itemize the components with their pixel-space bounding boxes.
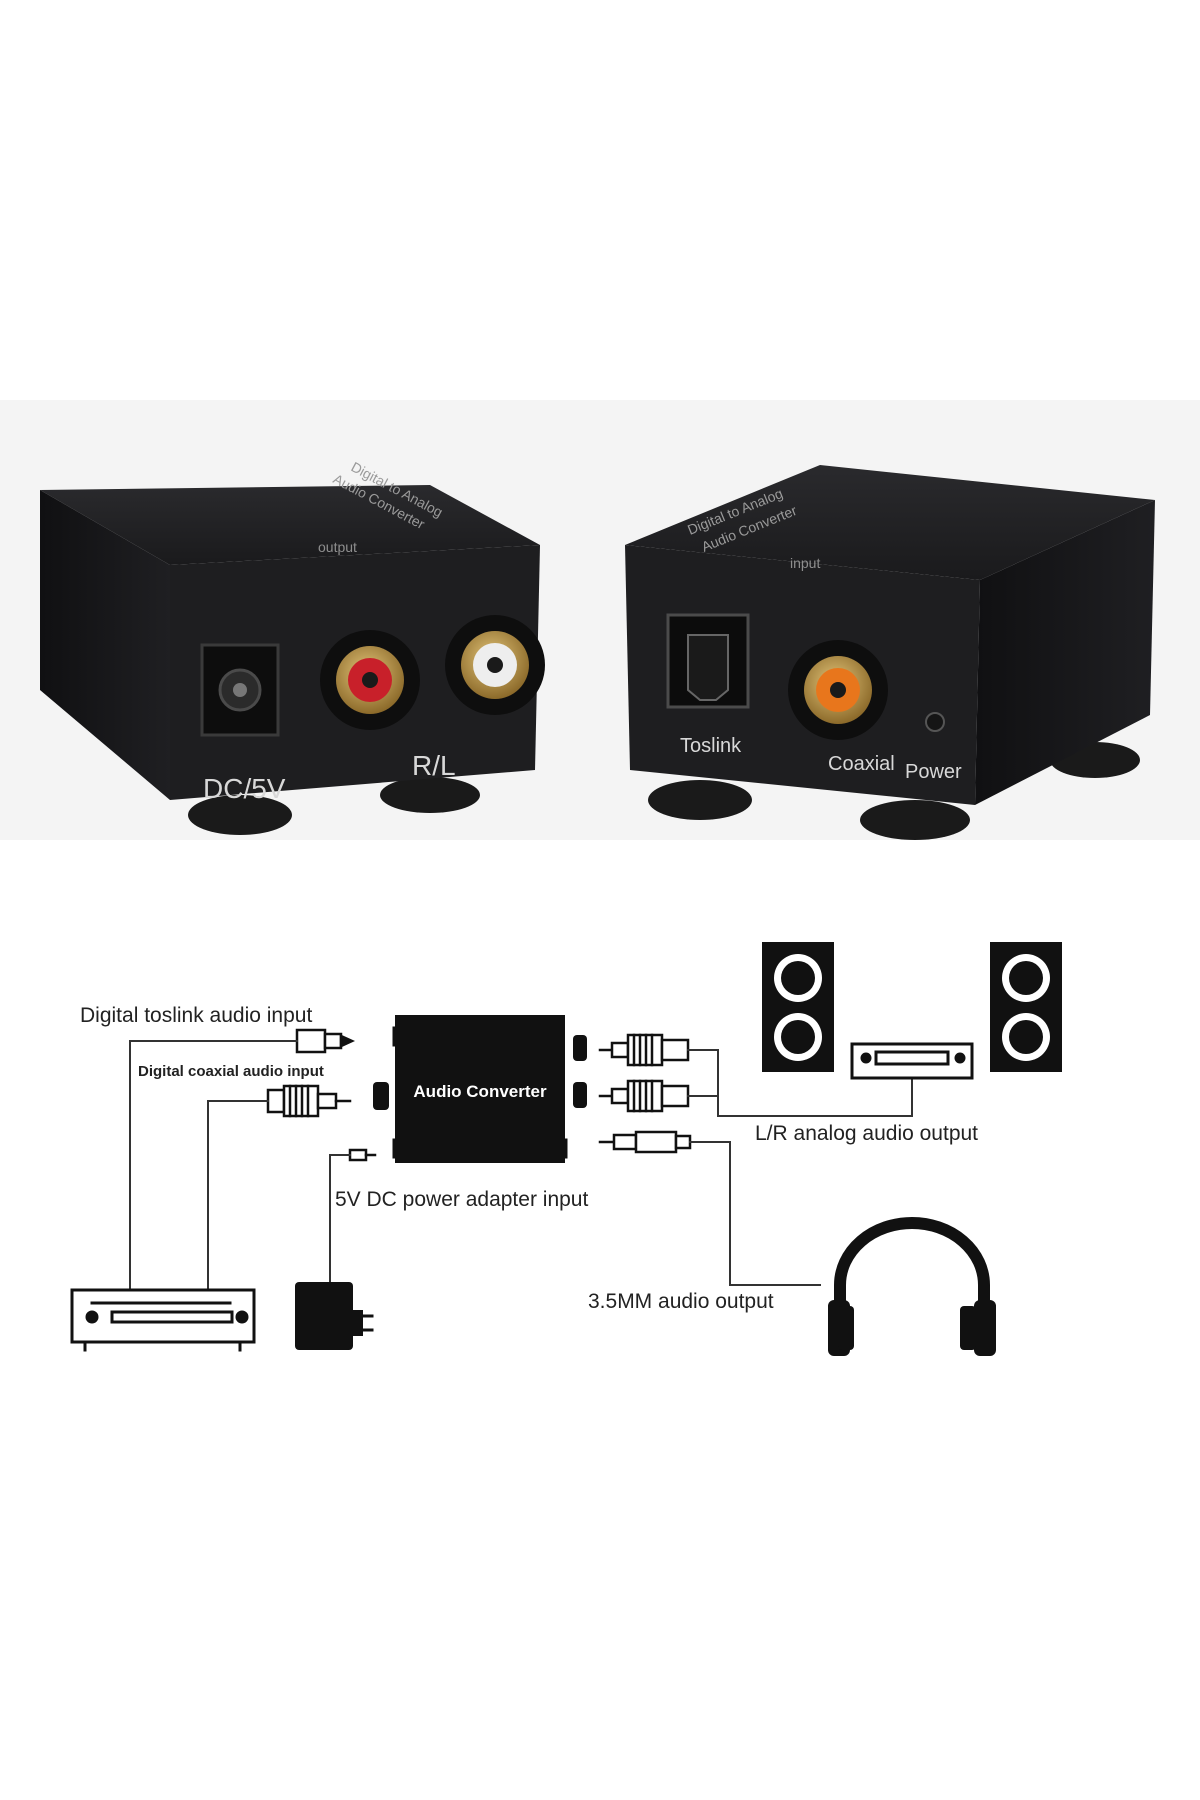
toslink-opening [687, 634, 729, 701]
converter-label: Audio Converter [413, 1082, 547, 1101]
rubber-foot [860, 800, 970, 840]
cables [129, 1040, 913, 1291]
toslink-cable [129, 1040, 298, 1291]
power-input-label: 5V DC power adapter input [335, 1188, 588, 1211]
rubber-foot [188, 795, 292, 835]
power-label: Power [905, 761, 962, 783]
lr-cable-bottom [687, 1077, 913, 1117]
coaxial-label: Coaxial [828, 753, 895, 775]
rca-red-hole [362, 672, 378, 688]
top-side-label: output [318, 539, 357, 555]
input-unit-photo: Digital to Analog Audio Converter input … [625, 465, 1155, 840]
toslink-label: Toslink [680, 735, 742, 757]
top-side-label: input [790, 555, 820, 571]
dc-plug [348, 1148, 377, 1162]
lr-cable-top [687, 1049, 719, 1097]
rubber-foot [648, 780, 752, 820]
rca-white-hole [487, 657, 503, 673]
power-cable [329, 1154, 351, 1291]
headphones-icon [828, 1217, 996, 1356]
dc-jack-pin [233, 683, 247, 697]
source-player-icon [70, 1288, 256, 1352]
device-top [625, 465, 1155, 580]
connection-diagram: Digital toslink audio input Digital coax… [70, 942, 1062, 1356]
power-led [925, 712, 945, 732]
rubber-foot [380, 777, 480, 813]
mm-output-label: 3.5MM audio output [588, 1290, 774, 1313]
toslink-plug [295, 1028, 356, 1054]
rca-output-plug-2 [598, 1079, 690, 1113]
mini-jack-plug [598, 1130, 692, 1154]
coaxial-input-label: Digital coaxial audio input [138, 1063, 324, 1080]
lr-output-label: L/R analog audio output [755, 1122, 978, 1145]
coaxial-cable [207, 1100, 269, 1291]
right-speaker-icon [990, 942, 1062, 1072]
converter-box [395, 1015, 565, 1163]
output-unit-photo: Digital to Analog Audio Converter output… [40, 459, 545, 835]
converter-output-port [573, 1082, 587, 1108]
device-top [40, 485, 540, 565]
converter-input-port [373, 1082, 389, 1110]
amplifier-icon [850, 1042, 974, 1080]
device-side [975, 500, 1155, 805]
device-side [40, 490, 170, 800]
power-adapter-icon [295, 1282, 374, 1350]
converter-output-port [573, 1035, 587, 1061]
rl-label: R/L [412, 750, 456, 781]
rca-output-plug-1 [598, 1033, 690, 1067]
coaxial-plug [266, 1084, 352, 1118]
toslink-input-label: Digital toslink audio input [80, 1004, 312, 1027]
headphone-cable [689, 1141, 821, 1286]
dc-label: DC/5V [203, 773, 286, 804]
left-speaker-icon [762, 942, 834, 1072]
rca-coaxial-hole [830, 682, 846, 698]
